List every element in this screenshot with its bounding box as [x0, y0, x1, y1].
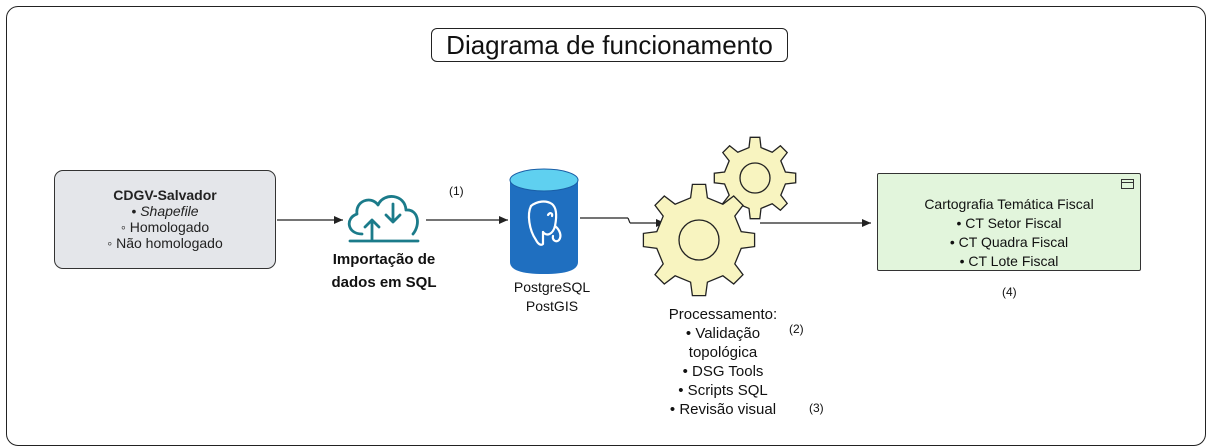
processing-item-validation-1: • Validação	[685, 325, 761, 342]
database-label: PostgreSQL PostGIS	[492, 278, 612, 316]
processing-item-dsg: • DSG Tools	[682, 363, 764, 380]
processing-item-scripts: • Scripts SQL	[678, 382, 768, 399]
import-label: Importação de dados em SQL	[322, 248, 446, 294]
database-label-line2: PostGIS	[525, 298, 579, 314]
processing-item-validation-2: topológica	[688, 344, 758, 361]
cloud-upload-download-icon	[347, 195, 420, 243]
database-label-line1: PostgreSQL	[513, 279, 591, 295]
source-node: CDGV-Salvador • Shapefile ◦ Homologado ◦…	[54, 170, 276, 269]
postgresql-database-icon	[509, 168, 579, 274]
step-label-1: (1)	[449, 184, 464, 198]
window-icon	[1121, 179, 1134, 189]
processing-item-revision: • Revisão visual	[669, 401, 777, 418]
output-title: Cartografia Temática Fiscal	[924, 196, 1094, 212]
output-item-lote: • CT Lote Fiscal	[959, 253, 1059, 269]
gear-large-hub	[678, 219, 720, 261]
output-item-quadra: • CT Quadra Fiscal	[949, 234, 1069, 250]
import-label-line2: dados em SQL	[331, 274, 437, 291]
diagram-title: Diagrama de funcionamento	[431, 28, 788, 62]
step-label-2: (2)	[789, 322, 804, 336]
processing-label: Processamento: • Validação topológica • …	[648, 305, 798, 419]
edge-database-to-processing-b	[627, 217, 631, 224]
step-label-3: (3)	[809, 401, 824, 415]
processing-heading: Processamento:	[668, 306, 778, 323]
step-label-4: (4)	[1002, 285, 1017, 299]
gear-small-hub	[739, 162, 771, 194]
output-item-setor: • CT Setor Fiscal	[956, 215, 1062, 231]
output-node: Cartografia Temática Fiscal • CT Setor F…	[877, 173, 1141, 271]
gears-icon	[642, 136, 797, 297]
source-title: CDGV-Salvador	[113, 187, 217, 203]
import-label-line1: Importação de	[332, 251, 436, 268]
source-item-nao-homologado: ◦ Não homologado	[107, 235, 223, 251]
source-item-homologado: ◦ Homologado	[120, 219, 210, 235]
source-item-format: • Shapefile	[131, 203, 199, 219]
gear-large-icon	[642, 183, 756, 297]
